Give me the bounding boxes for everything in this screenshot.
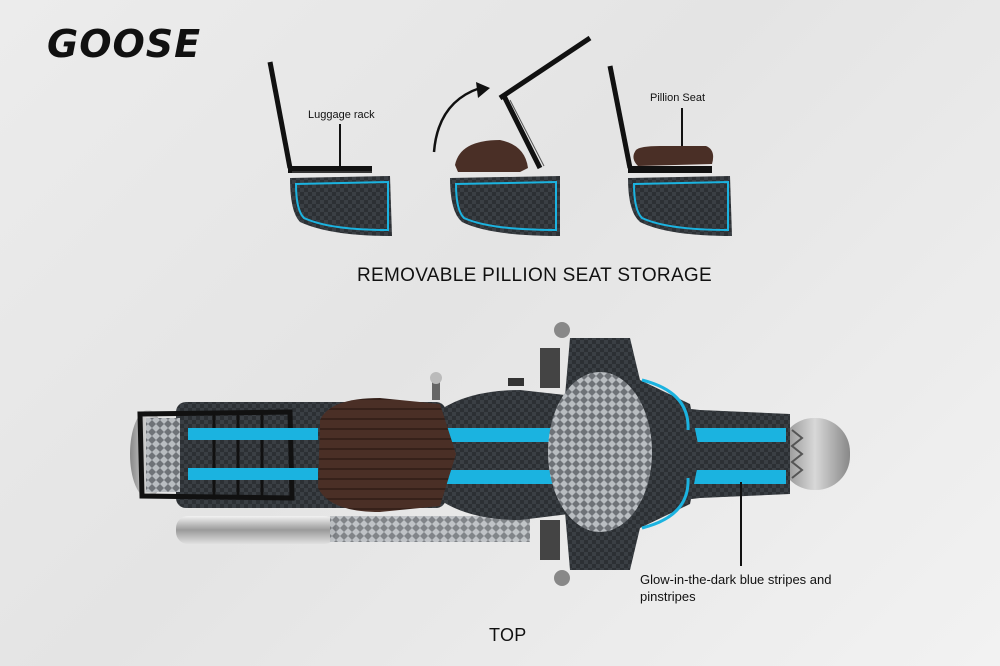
top-view-title: TOP [489, 625, 527, 646]
front-tire [780, 418, 850, 490]
mirror-left [554, 322, 570, 338]
storage-section-title: REMOVABLE PILLION SEAT STORAGE [357, 265, 712, 287]
right-switchgear [540, 520, 560, 560]
exhaust-pipe [176, 516, 336, 544]
rotate-arrow-icon [434, 88, 480, 152]
left-switchgear [540, 348, 560, 388]
mirror-right [554, 570, 570, 586]
exhaust-heat-shield [330, 516, 530, 542]
stripes-callout: Glow-in-the-dark blue stripes and pinstr… [640, 571, 880, 605]
storage-step-lifting [434, 38, 590, 236]
pillion-seat-label: Pillion Seat [650, 92, 705, 104]
luggage-rack-label: Luggage rack [308, 109, 375, 121]
headlight-mesh [548, 372, 652, 532]
storage-step-luggage-rack [270, 62, 392, 236]
rider-seat [318, 398, 456, 512]
